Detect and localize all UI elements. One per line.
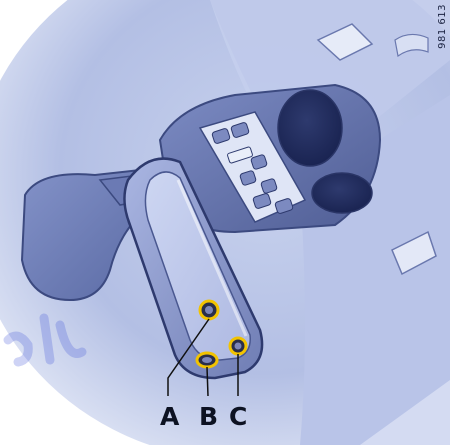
callout-label-c: C [229, 404, 247, 429]
callout-label-b: B [199, 404, 218, 429]
callout-label-a: A [160, 404, 179, 429]
figure-reference-code: 981 613 [437, 4, 448, 49]
